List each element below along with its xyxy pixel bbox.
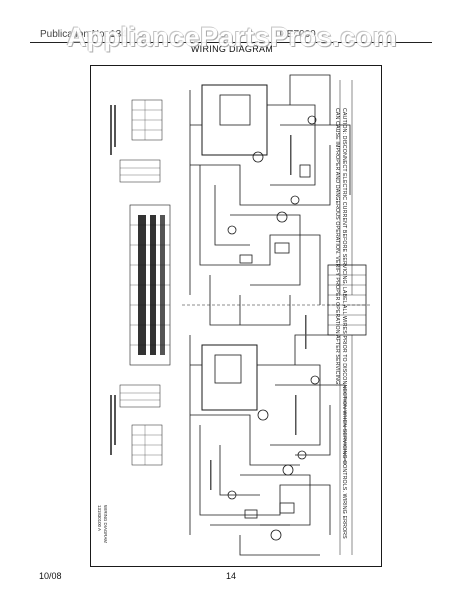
header-model-text: LDE7000: [274, 29, 316, 40]
lower-schematic: [189, 334, 353, 556]
lower-switch-table: [119, 384, 163, 466]
upper-schematic: [189, 74, 353, 326]
diagram-part-number: 131830100 A: [97, 505, 102, 531]
footer-page-number: 14: [226, 571, 237, 581]
footer-date: 10/08: [39, 571, 62, 581]
caution-notice: CAUTION: DISCONNECT ELECTRIC CURRENT BEF…: [334, 108, 347, 539]
wiring-diagram: [110, 74, 370, 556]
upper-switch-table: [119, 99, 163, 183]
wiring-diagram-frame: [90, 65, 382, 567]
header-publication-text: Publication No. 134: [40, 29, 127, 40]
header-divider: [30, 42, 432, 43]
page-title: WIRING DIAGRAM: [190, 44, 274, 54]
diagram-label: WIRING DIAGRAM: [103, 505, 108, 544]
dense-label-marks: [110, 105, 307, 490]
timer-cycle-chart: [129, 204, 171, 366]
